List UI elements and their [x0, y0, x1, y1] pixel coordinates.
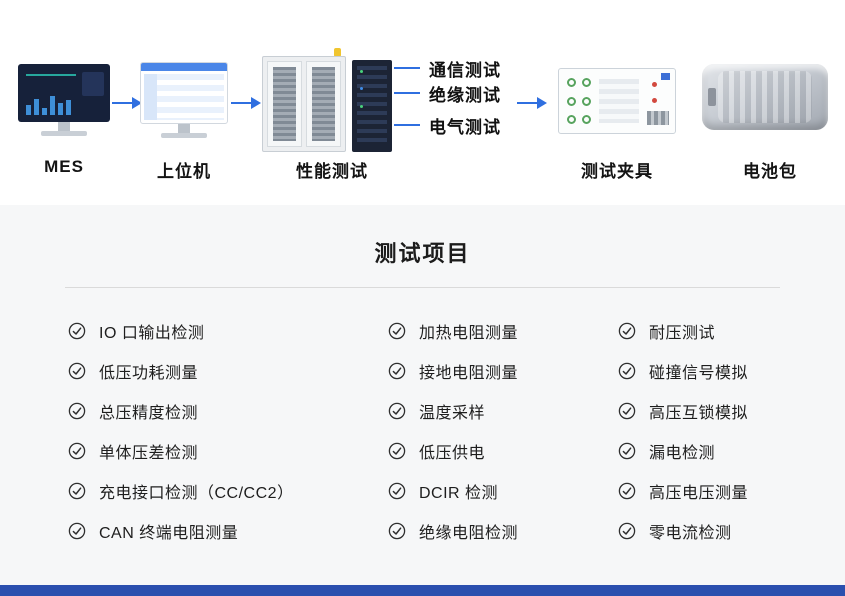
test-item-label: 零电流检测 — [649, 525, 732, 542]
server-rack-icon — [352, 60, 392, 152]
flow-arrow-icon — [112, 97, 142, 109]
check-icon — [618, 482, 636, 500]
host-computer-screen — [140, 62, 228, 124]
performance-test-cabinet-icon — [262, 48, 392, 156]
section-title: 测试项目 — [374, 241, 471, 266]
fixture-logo — [661, 73, 670, 80]
test-item: 充电接口检测（CC/CC2） — [68, 471, 294, 511]
test-item: 零电流检测 — [618, 511, 748, 551]
fixture-connectors — [647, 111, 669, 125]
check-icon — [618, 442, 636, 460]
test-item: 高压互锁模拟 — [618, 391, 748, 431]
test-item: 高压电压测量 — [618, 471, 748, 511]
test-item: 总压精度检测 — [68, 391, 294, 431]
branch-label: 通信测试 — [429, 60, 501, 80]
test-item: CAN 终端电阻测量 — [68, 511, 294, 551]
monitor-base — [41, 131, 87, 136]
check-icon — [388, 402, 406, 420]
test-item-label: 碰撞信号模拟 — [649, 365, 749, 382]
test-item: 接地电阻测量 — [388, 351, 518, 391]
node-label-battery-pack: 电池包 — [743, 162, 797, 181]
branch-insulation-test: 绝缘测试 — [394, 82, 501, 105]
node-label-mes: MES — [44, 157, 84, 176]
footer-bar — [0, 585, 845, 596]
test-item: 加热电阻测量 — [388, 311, 518, 351]
test-item: 温度采样 — [388, 391, 518, 431]
branch-line — [394, 67, 420, 69]
check-icon — [618, 402, 636, 420]
test-cabinet-icon — [262, 56, 346, 152]
test-item-label: 单体压差检测 — [99, 445, 199, 462]
node-label-performance-test: 性能测试 — [296, 162, 368, 181]
test-item-label: 加热电阻测量 — [419, 325, 519, 342]
node-label-test-fixture: 测试夹具 — [581, 162, 653, 181]
monitor-stand — [58, 122, 70, 131]
check-icon — [68, 322, 86, 340]
test-item-label: 高压互锁模拟 — [649, 405, 749, 422]
flow-arrow-icon — [231, 97, 261, 109]
test-item: 耐压测试 — [618, 311, 748, 351]
check-icon — [68, 442, 86, 460]
branch-label: 绝缘测试 — [429, 85, 501, 105]
test-items-column-1: IO 口输出检测 低压功耗测量 总压精度检测 单体压差检测 充电接口检测（CC/… — [68, 311, 294, 551]
test-item: 单体压差检测 — [68, 431, 294, 471]
test-item-label: 高压电压测量 — [649, 485, 749, 502]
check-icon — [388, 442, 406, 460]
host-computer-icon — [140, 62, 228, 142]
branch-label: 电气测试 — [429, 117, 501, 137]
divider-line — [65, 287, 780, 288]
test-item-label: 充电接口检测（CC/CC2） — [99, 485, 294, 502]
monitor-base — [161, 133, 207, 138]
check-icon — [68, 402, 86, 420]
check-icon — [68, 482, 86, 500]
test-item: DCIR 检测 — [388, 471, 518, 511]
check-icon — [388, 322, 406, 340]
test-item: 绝缘电阻检测 — [388, 511, 518, 551]
battery-pack-icon — [702, 64, 828, 130]
beacon-light-icon — [334, 48, 341, 57]
test-item: 碰撞信号模拟 — [618, 351, 748, 391]
test-item: 低压功耗测量 — [68, 351, 294, 391]
test-item-label: 耐压测试 — [649, 325, 716, 342]
test-item-label: CAN 终端电阻测量 — [99, 525, 239, 542]
branch-communication-test: 通信测试 — [394, 57, 501, 80]
mes-dashboard-screen — [18, 64, 110, 122]
check-icon — [68, 522, 86, 540]
test-item-label: 绝缘电阻检测 — [419, 525, 519, 542]
test-item-label: 低压功耗测量 — [99, 365, 199, 382]
test-item-label: 温度采样 — [419, 405, 486, 422]
test-item-label: IO 口输出检测 — [99, 325, 205, 342]
check-icon — [388, 362, 406, 380]
check-icon — [618, 322, 636, 340]
check-icon — [68, 362, 86, 380]
test-item-label: 总压精度检测 — [99, 405, 199, 422]
monitor-stand — [178, 124, 190, 133]
check-icon — [618, 522, 636, 540]
test-item-label: 低压供电 — [419, 445, 486, 462]
flow-arrow-icon — [517, 97, 547, 109]
test-item-label: 接地电阻测量 — [419, 365, 519, 382]
test-items-column-2: 加热电阻测量 接地电阻测量 温度采样 低压供电 DCIR 检测 绝缘电阻检测 — [388, 311, 518, 551]
test-item-label: DCIR 检测 — [419, 485, 499, 502]
test-item: IO 口输出检测 — [68, 311, 294, 351]
check-icon — [618, 362, 636, 380]
branch-line — [394, 124, 420, 126]
test-items-column-3: 耐压测试 碰撞信号模拟 高压互锁模拟 漏电检测 高压电压测量 零电流检测 — [618, 311, 748, 551]
node-label-host-computer: 上位机 — [157, 162, 211, 181]
test-item-label: 漏电检测 — [649, 445, 716, 462]
branch-electrical-test: 电气测试 — [394, 114, 501, 137]
battery-connector — [708, 88, 716, 106]
test-fixture-icon — [558, 68, 676, 134]
test-item: 漏电检测 — [618, 431, 748, 471]
test-item: 低压供电 — [388, 431, 518, 471]
mes-icon — [18, 64, 110, 142]
check-icon — [388, 522, 406, 540]
check-icon — [388, 482, 406, 500]
branch-line — [394, 92, 420, 94]
